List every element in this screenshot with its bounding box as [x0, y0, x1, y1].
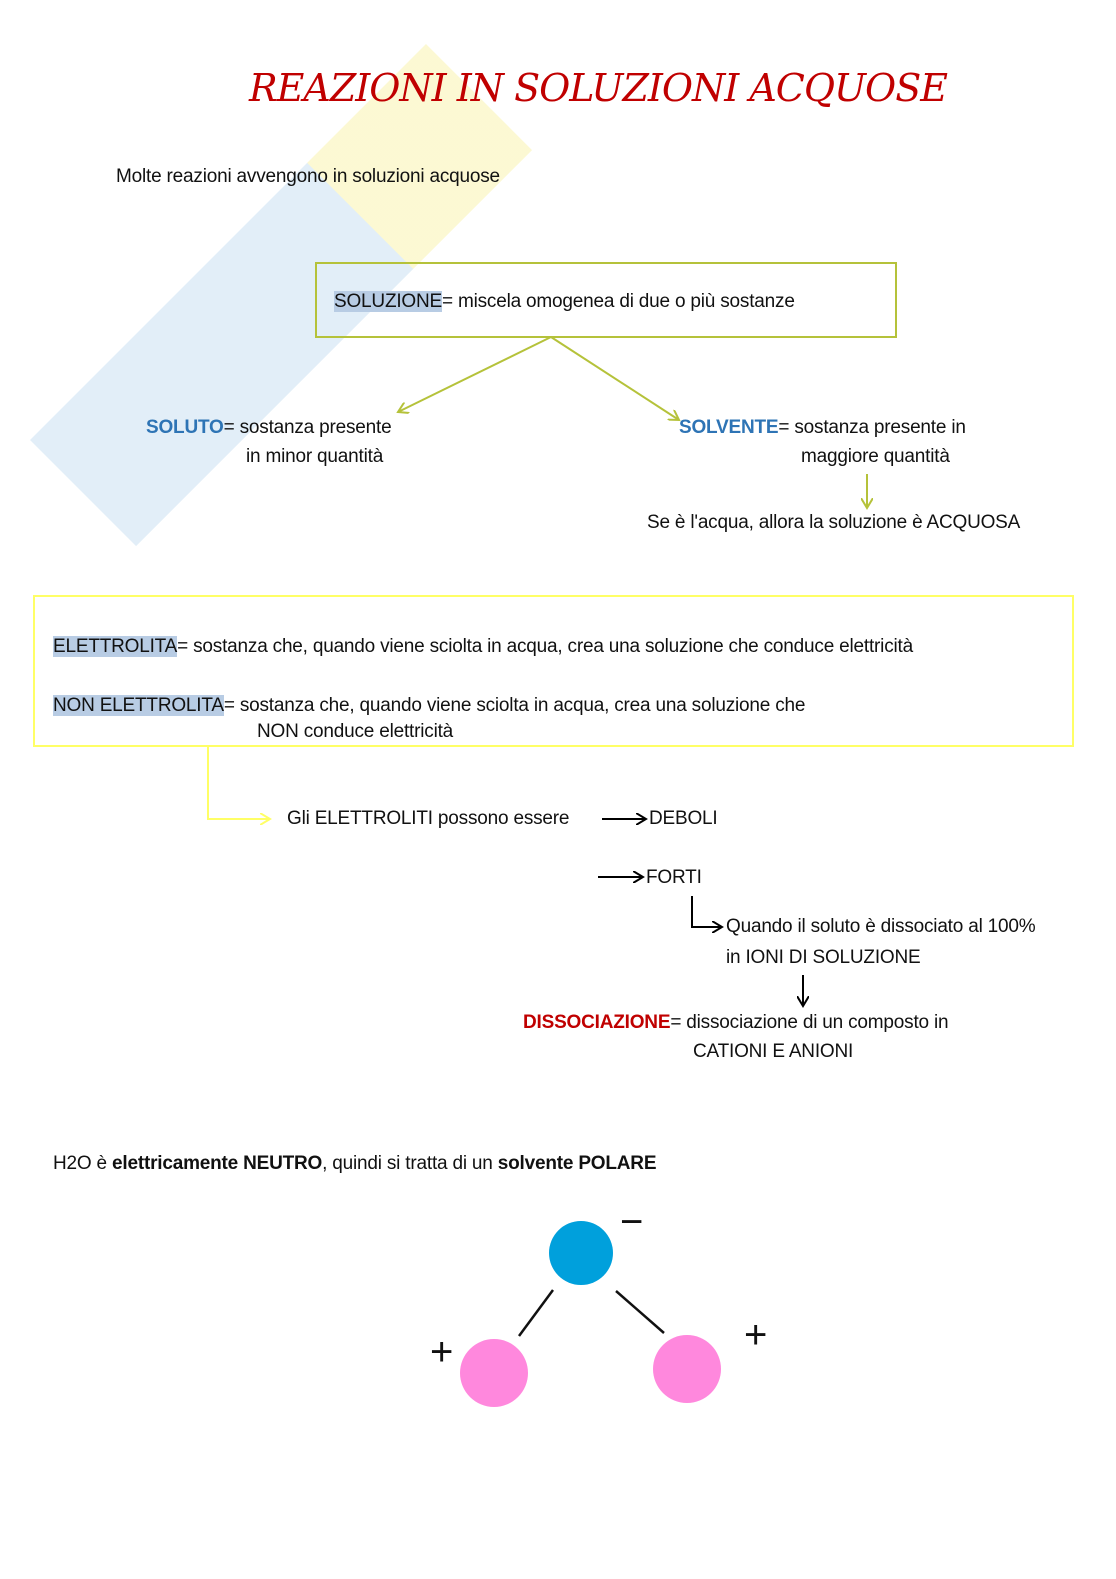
bond-left [517, 1289, 555, 1337]
soluzione-text: = miscela omogenea di due o più sostanze [442, 291, 795, 312]
non-elettrolita-line2: NON conduce elettricità [257, 721, 454, 742]
elettrolita-text: = sostanza che, quando viene sciolta in … [177, 636, 913, 657]
deboli-label: DEBOLI [649, 808, 718, 829]
elettrolita-box [33, 595, 1074, 747]
soluto-definition: SOLUTO= sostanza presente [146, 416, 392, 440]
h2o-neutral: elettricamente NEUTRO [112, 1153, 323, 1174]
page-title: REAZIONI IN SOLUZIONI ACQUOSE [249, 66, 948, 110]
non-elettrolita-definition: NON ELETTROLITA= sostanza che, quando vi… [53, 694, 805, 718]
elettrolita-term: ELETTROLITA [53, 636, 178, 657]
soluto-line2: in minor quantità [246, 446, 384, 467]
forti-note: Quando il soluto è dissociato al 100% [726, 916, 1036, 937]
plus-charge-right: + [744, 1313, 768, 1357]
arrow-to-forti-note [691, 896, 722, 927]
hydrogen-atom-right [653, 1335, 721, 1403]
forti-label: FORTI [646, 867, 702, 888]
acquosa-note: Se è l'acqua, allora la soluzione è ACQU… [647, 512, 1021, 533]
plus-charge-left: + [430, 1330, 454, 1374]
dissociazione-term: DISSOCIAZIONE [523, 1012, 671, 1033]
solvente-text: = sostanza presente in [778, 417, 966, 438]
h2o-polar: solvente POLARE [497, 1153, 657, 1174]
solvente-term: SOLVENTE [679, 417, 779, 438]
non-elettrolita-text: = sostanza che, quando viene sciolta in … [223, 695, 806, 716]
solvente-line2: maggiore quantità [801, 446, 950, 467]
dissociazione-definition: DISSOCIAZIONE= dissociazione di un compo… [523, 1011, 949, 1035]
hydrogen-atom-left [460, 1339, 528, 1407]
arrow-to-soluto [398, 336, 552, 412]
arrow-to-elettroliti [207, 746, 270, 819]
solvente-definition: SOLVENTE= sostanza presente in [679, 416, 966, 440]
h2o-prefix: H2O è [53, 1153, 112, 1174]
intro-text: Molte reazioni avvengono in soluzioni ac… [116, 166, 500, 187]
minus-charge: − [620, 1200, 644, 1244]
soluzione-definition: SOLUZIONE= miscela omogenea di due o più… [334, 290, 795, 314]
oxygen-atom [549, 1221, 613, 1285]
arrow-to-solvente [550, 336, 679, 420]
soluzione-term: SOLUZIONE [334, 291, 442, 312]
h2o-statement: H2O è elettricamente NEUTRO, quindi si t… [53, 1152, 656, 1176]
dissociazione-line2: CATIONI E ANIONI [693, 1041, 854, 1062]
h2o-middle: , quindi si tratta di un [322, 1153, 498, 1174]
soluzione-box [315, 262, 897, 338]
soluto-term: SOLUTO [146, 417, 224, 438]
non-elettrolita-term: NON ELETTROLITA [53, 695, 224, 716]
elettrolita-definition: ELETTROLITA= sostanza che, quando viene … [53, 635, 913, 659]
dissociazione-text: = dissociazione di un composto in [670, 1012, 949, 1033]
elettroliti-intro: Gli ELETTROLITI possono essere [287, 808, 570, 829]
forti-note-line2: in IONI DI SOLUZIONE [726, 947, 921, 968]
bond-right [615, 1290, 665, 1334]
soluto-text: = sostanza presente [223, 417, 392, 438]
